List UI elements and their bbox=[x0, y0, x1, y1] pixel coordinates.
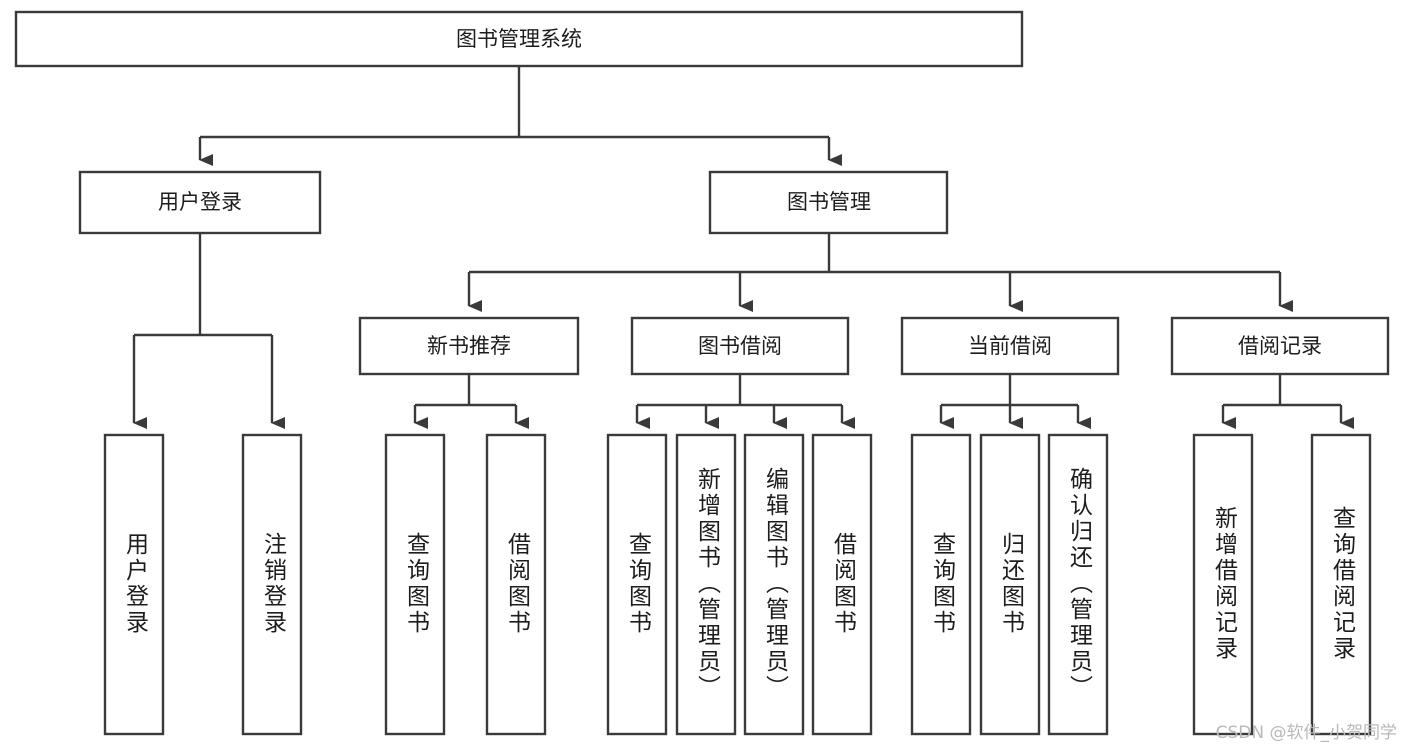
node-leaf-query-borrow-record[interactable]: 查询借阅记录 bbox=[1310, 433, 1372, 736]
node-leaf-borrow-book-2-box[interactable] bbox=[811, 433, 873, 736]
edge-layer bbox=[132, 66, 1354, 429]
node-leaf-query-borrow-record-label: 查询借阅记录 bbox=[1329, 506, 1357, 662]
node-leaf-query-book-2[interactable]: 查询图书 bbox=[606, 433, 668, 736]
node-borrow-record-label: 借阅记录 bbox=[1238, 334, 1322, 358]
node-user-login-label: 用户登录 bbox=[158, 190, 242, 214]
node-current-borrow-label: 当前借阅 bbox=[968, 334, 1052, 358]
node-leaf-query-book-1-label: 查询图书 bbox=[403, 532, 431, 636]
node-user-login-box[interactable] bbox=[78, 170, 322, 235]
node-layer: 图书管理系统 用户登录 图书管理 新书推荐 图书借阅 当前 bbox=[14, 10, 1390, 736]
node-leaf-borrow-book-2[interactable]: 借阅图书 bbox=[811, 433, 873, 736]
node-leaf-query-book-3-label: 查询图书 bbox=[929, 532, 957, 636]
node-book-borrow[interactable]: 图书借阅 bbox=[630, 316, 850, 376]
node-book-borrow-label: 图书借阅 bbox=[698, 334, 782, 358]
node-leaf-borrow-book-1[interactable]: 借阅图书 bbox=[485, 433, 547, 736]
node-leaf-query-book-3[interactable]: 查询图书 bbox=[910, 433, 972, 736]
node-leaf-return-book-box[interactable] bbox=[979, 433, 1041, 736]
node-new-book-recommend[interactable]: 新书推荐 bbox=[358, 316, 580, 376]
node-leaf-edit-book-admin-box[interactable] bbox=[743, 433, 805, 736]
node-leaf-edit-book-admin[interactable]: 编辑图书（管理员） bbox=[743, 433, 805, 736]
node-leaf-return-book-label: 归还图书 bbox=[998, 532, 1026, 636]
node-leaf-logout-login-label: 注销登录 bbox=[260, 532, 288, 636]
node-new-book-recommend-box[interactable] bbox=[358, 316, 580, 376]
node-leaf-add-book-admin-box[interactable] bbox=[675, 433, 737, 736]
node-root-label: 图书管理系统 bbox=[456, 27, 582, 51]
node-leaf-confirm-return-admin-label: 确认归还（管理员） bbox=[1066, 467, 1094, 701]
node-current-borrow-box[interactable] bbox=[900, 316, 1120, 376]
node-book-borrow-box[interactable] bbox=[630, 316, 850, 376]
node-book-manage-box[interactable] bbox=[708, 170, 949, 235]
node-root-box[interactable] bbox=[14, 10, 1024, 68]
node-leaf-borrow-book-1-box[interactable] bbox=[485, 433, 547, 736]
node-root[interactable]: 图书管理系统 bbox=[14, 10, 1024, 68]
node-leaf-add-borrow-record-box[interactable] bbox=[1192, 433, 1254, 736]
node-new-book-recommend-label: 新书推荐 bbox=[427, 334, 511, 358]
node-leaf-logout-login-box[interactable] bbox=[241, 433, 303, 736]
node-leaf-query-book-2-box[interactable] bbox=[606, 433, 668, 736]
node-user-login[interactable]: 用户登录 bbox=[78, 170, 322, 235]
node-leaf-edit-book-admin-label: 编辑图书（管理员） bbox=[762, 467, 790, 701]
node-current-borrow[interactable]: 当前借阅 bbox=[900, 316, 1120, 376]
node-leaf-add-book-admin[interactable]: 新增图书（管理员） bbox=[675, 433, 737, 736]
node-leaf-user-login-label: 用户登录 bbox=[122, 532, 150, 636]
node-book-manage-label: 图书管理 bbox=[787, 190, 871, 214]
node-leaf-confirm-return-admin-box[interactable] bbox=[1047, 433, 1109, 736]
node-leaf-query-book-1-box[interactable] bbox=[384, 433, 446, 736]
node-leaf-query-book-3-box[interactable] bbox=[910, 433, 972, 736]
node-leaf-user-login-box[interactable] bbox=[103, 433, 165, 736]
node-leaf-add-book-admin-label: 新增图书（管理员） bbox=[694, 467, 722, 701]
node-borrow-record[interactable]: 借阅记录 bbox=[1170, 316, 1390, 376]
node-leaf-user-login[interactable]: 用户登录 bbox=[103, 433, 165, 736]
watermark-text: CSDN @软件_小贺同学 bbox=[1215, 723, 1397, 743]
node-leaf-query-borrow-record-box[interactable] bbox=[1310, 433, 1372, 736]
node-leaf-return-book[interactable]: 归还图书 bbox=[979, 433, 1041, 736]
node-leaf-confirm-return-admin[interactable]: 确认归还（管理员） bbox=[1047, 433, 1109, 736]
node-leaf-query-book-1[interactable]: 查询图书 bbox=[384, 433, 446, 736]
node-leaf-query-book-2-label: 查询图书 bbox=[625, 532, 653, 636]
node-borrow-record-box[interactable] bbox=[1170, 316, 1390, 376]
node-leaf-borrow-book-1-label: 借阅图书 bbox=[504, 532, 532, 636]
node-leaf-logout-login[interactable]: 注销登录 bbox=[241, 433, 303, 736]
node-leaf-add-borrow-record-label: 新增借阅记录 bbox=[1211, 506, 1239, 662]
node-leaf-borrow-book-2-label: 借阅图书 bbox=[830, 532, 858, 636]
node-leaf-add-borrow-record[interactable]: 新增借阅记录 bbox=[1192, 433, 1254, 736]
node-book-manage[interactable]: 图书管理 bbox=[708, 170, 949, 235]
